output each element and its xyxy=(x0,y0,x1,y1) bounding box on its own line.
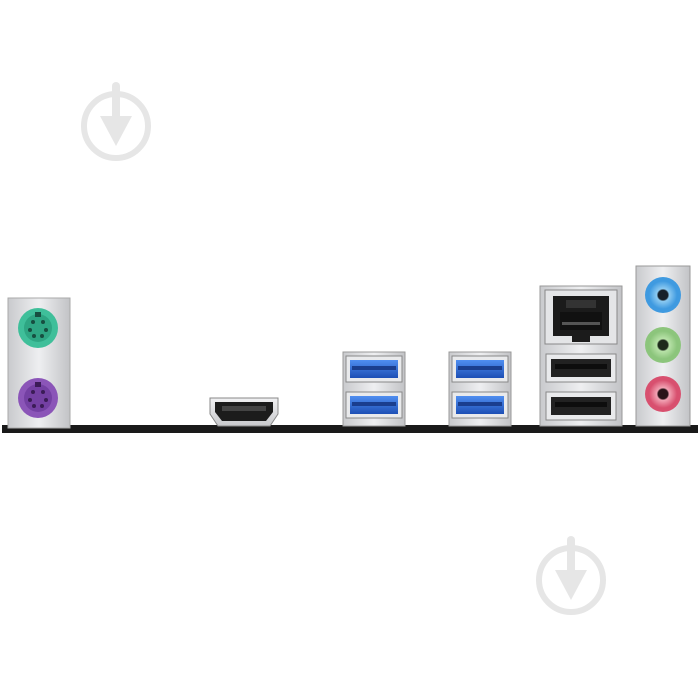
watermark-logo xyxy=(80,80,152,164)
usb2-port xyxy=(545,391,617,421)
audio-line-out-jack xyxy=(645,327,681,363)
usb3-port xyxy=(345,355,403,383)
usb2-port xyxy=(545,353,617,383)
ps2-keyboard-port xyxy=(18,378,58,418)
download-arrow-circle-icon xyxy=(81,82,151,161)
audio-jacks-group xyxy=(635,265,691,427)
ps2-mouse-port xyxy=(18,308,58,348)
audio-mic-jack xyxy=(645,376,681,412)
usb3-port xyxy=(451,355,509,383)
usb3-port xyxy=(451,391,509,419)
download-arrow-circle-icon xyxy=(536,536,606,615)
lan-usb2-group xyxy=(539,285,623,427)
pcb-edge xyxy=(2,425,698,433)
audio-line-in-jack xyxy=(645,277,681,313)
hdmi-port xyxy=(209,397,279,427)
usb3-ports-group-2 xyxy=(448,351,512,427)
ps2-ports-group xyxy=(7,297,71,429)
rj45-lan-port xyxy=(544,289,618,345)
usb3-ports-group-1 xyxy=(342,351,406,427)
watermark-logo xyxy=(535,534,607,618)
usb3-port xyxy=(345,391,403,419)
